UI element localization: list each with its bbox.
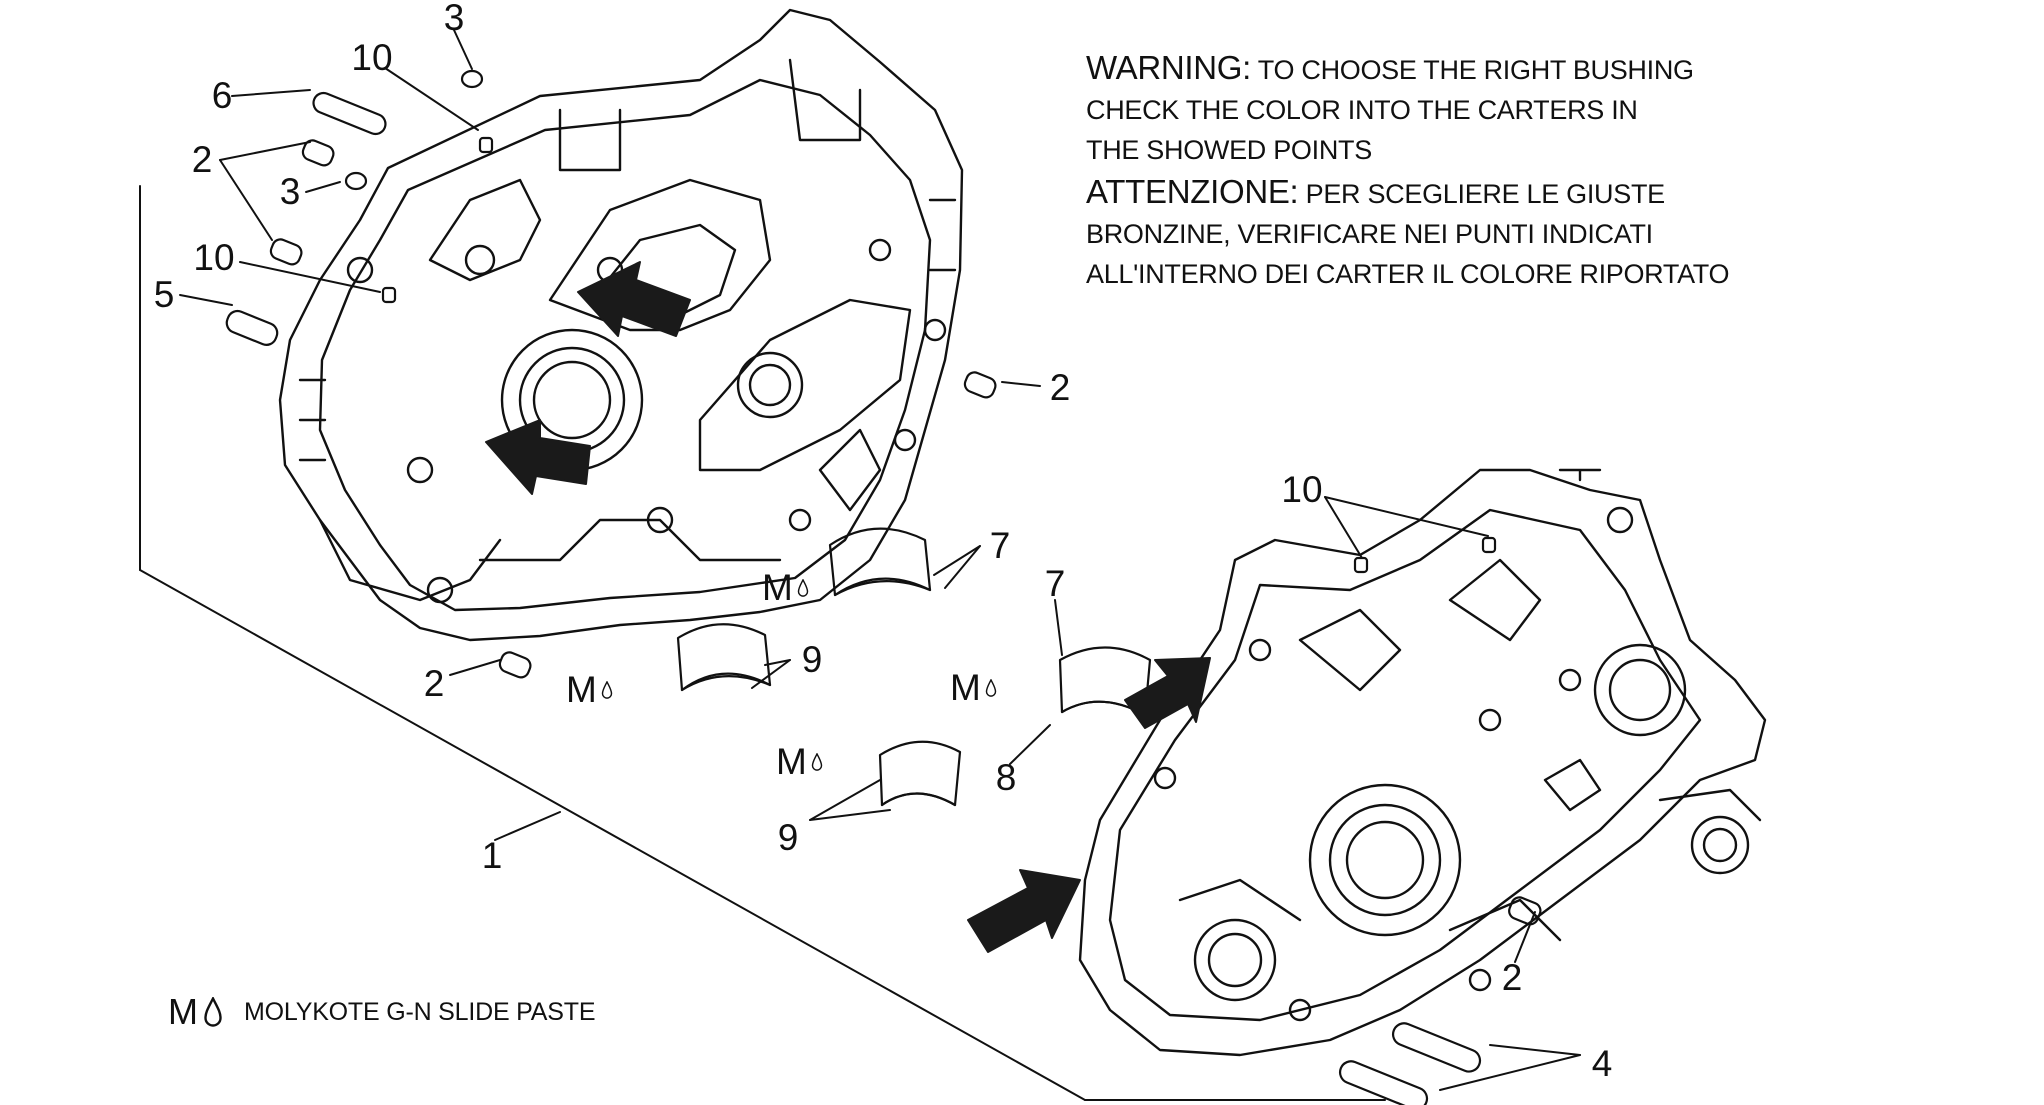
callout-9: 9 [777,817,799,858]
leader-lines [179,29,1581,1091]
drop-icon [811,753,823,771]
drop-icon [601,681,613,699]
lube-mark: M [762,568,809,608]
lube-mark-letter: M [762,567,793,608]
lube-mark: M [566,670,613,710]
warning-lead: WARNING: [1086,49,1252,86]
callout-5: 5 [153,274,175,315]
right-crankcase-half [1078,468,1767,1057]
attenzione-note: ATTENZIONE: PER SCEGLIERE LE GIUSTE BRON… [1086,172,1846,294]
arrow-icon [967,869,1081,953]
lube-mark: M [950,668,997,708]
callout-1: 1 [481,835,503,876]
callout-9: 9 [801,639,823,680]
legend: M MOLYKOTE G-N SLIDE PASTE [168,990,595,1034]
callout-2: 2 [1501,957,1523,998]
legend-text: MOLYKOTE G-N SLIDE PASTE [244,997,596,1026]
callout-3: 3 [279,171,301,212]
lube-mark-letter: M [950,667,981,708]
legend-symbol: M [168,991,198,1032]
callout-7: 7 [1044,563,1066,604]
callout-2: 2 [1049,367,1071,408]
callout-10: 10 [1281,469,1323,510]
arrow-icon [577,261,691,337]
callout-10: 10 [351,37,393,78]
drop-icon [204,997,222,1027]
lube-mark-letter: M [776,741,807,782]
warning-line: THE SHOWED POINTS [1086,135,1372,165]
warning-line: CHECK THE COLOR INTO THE CARTERS IN [1086,95,1638,125]
callout-2: 2 [423,663,445,704]
callout-10: 10 [193,237,235,278]
drop-icon [797,579,809,597]
indicator-arrows [485,261,1211,953]
callout-7: 7 [989,525,1011,566]
callout-3: 3 [443,0,465,38]
callout-8: 8 [995,757,1017,798]
warning-note: WARNING: TO CHOOSE THE RIGHT BUSHING CHE… [1086,48,1846,170]
notes-panel: WARNING: TO CHOOSE THE RIGHT BUSHING CHE… [1086,48,1846,294]
attenzione-lead: ATTENZIONE: [1086,173,1299,210]
lube-mark: M [776,742,823,782]
arrow-icon [485,419,591,495]
arrow-icon [1124,657,1211,729]
attenzione-line: ALL'INTERNO DEI CARTER IL COLORE RIPORTA… [1086,259,1730,289]
warning-line: TO CHOOSE THE RIGHT BUSHING [1257,55,1694,85]
attenzione-line: PER SCEGLIERE LE GIUSTE [1305,179,1666,209]
left-crankcase-half [278,8,964,642]
callout-6: 6 [211,75,233,116]
drop-icon [985,679,997,697]
hardware-parts [225,69,1542,1105]
callout-4: 4 [1591,1043,1613,1084]
callout-2: 2 [191,139,213,180]
lube-mark-letter: M [566,669,597,710]
attenzione-line: BRONZINE, VERIFICARE NEI PUNTI INDICATI [1086,219,1653,249]
assembly-bracket [139,185,1386,1101]
